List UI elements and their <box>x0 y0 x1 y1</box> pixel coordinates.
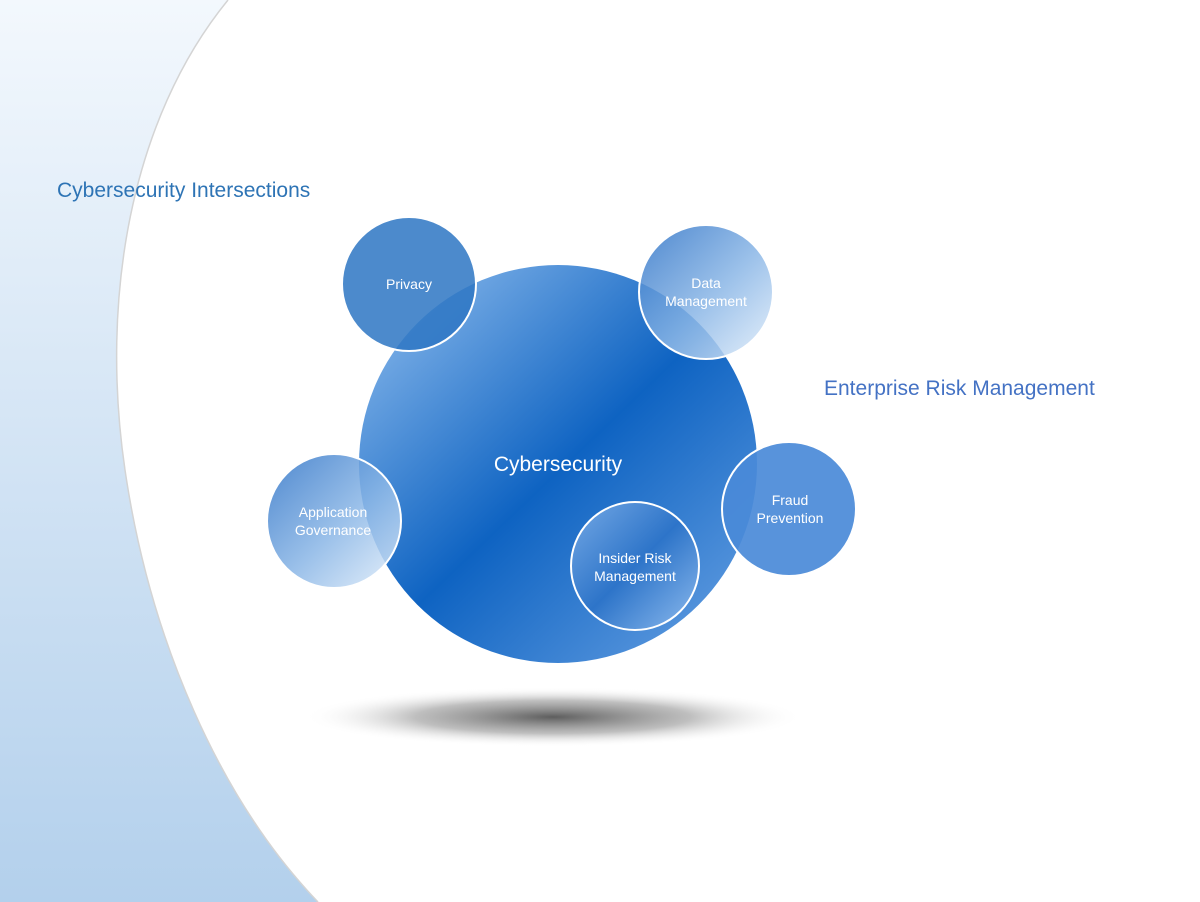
application-governance-label: Application Governance <box>294 504 372 538</box>
background-band-edge <box>115 0 319 902</box>
fraud-prevention-label: Fraud Prevention <box>756 492 824 526</box>
enterprise-risk-label: Enterprise Risk Management <box>824 377 1095 400</box>
slide-title: Cybersecurity Intersections <box>57 179 311 202</box>
insider-risk-management-label: Insider Risk Management <box>594 550 676 584</box>
privacy-circle <box>341 216 477 352</box>
application-governance-circle <box>266 453 402 589</box>
data-management-circle <box>638 224 774 360</box>
insider-risk-management-circle <box>570 501 700 631</box>
cybersecurity-label: Cybersecurity <box>493 453 623 476</box>
background-band <box>0 0 318 902</box>
privacy-label: Privacy <box>386 276 432 292</box>
data-management-label: Data Management <box>665 275 747 309</box>
fraud-prevention-circle <box>721 441 857 577</box>
floor-shadow <box>303 687 803 747</box>
